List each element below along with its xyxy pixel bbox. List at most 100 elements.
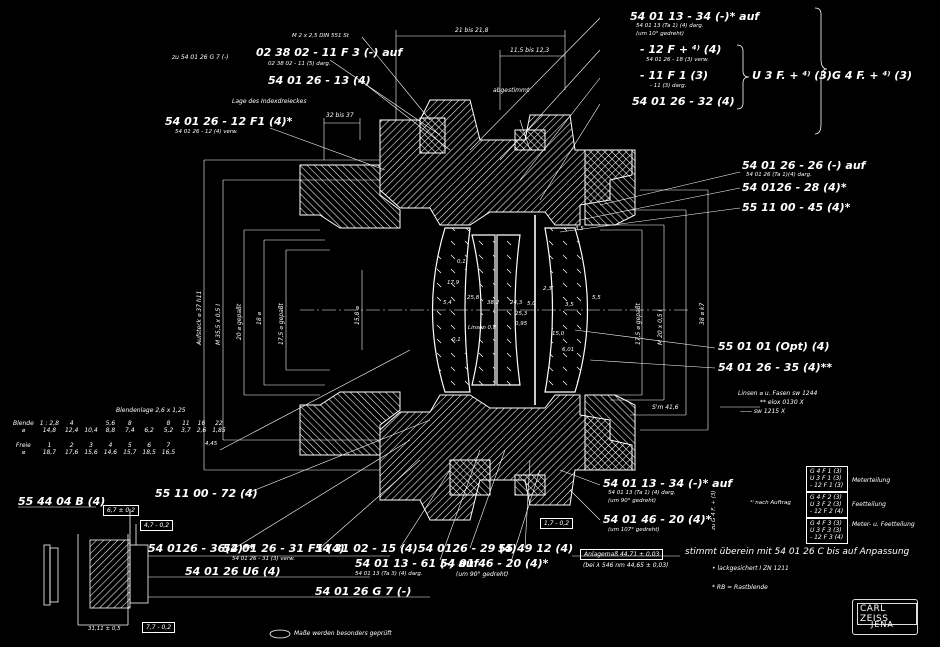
part-540126-u6: 54 01 26 U6 (4) xyxy=(185,565,281,578)
part-540146-rot: (um 90° gedreht) xyxy=(456,571,509,578)
label-nach-auftrag: ⁴⁾ nach Auftrag xyxy=(750,500,791,506)
part-540126-26: 54 01 26 - 26 (-) auf xyxy=(742,159,866,172)
blende-cell: 5,6 xyxy=(105,420,116,427)
label-lack: • lackgesichert I ZN 1211 xyxy=(712,565,789,572)
lens-dim: 5,4 xyxy=(443,300,452,306)
phi-cell: 14,8 xyxy=(42,427,57,434)
lens-dim: 24,3 xyxy=(510,300,523,306)
freie-cell: 3 xyxy=(89,442,93,449)
group-item: G 4 F 3 (3) xyxy=(810,520,842,527)
part-540126-12f1: 54 01 26 - 12 F1 (4)* xyxy=(165,115,293,128)
brace-lines xyxy=(736,7,828,135)
freie-label: Freie xyxy=(15,442,31,449)
dim-20: 20 ⌀ gepaßt xyxy=(236,303,243,340)
phi-cell: 5,2 xyxy=(163,427,174,434)
part-540126-31-sub: 54 01 26 - 31 (3) verw. xyxy=(232,556,296,562)
group-box-feet: G 4 F 2 (3) U 3 F 2 (3) - 12 F 2 (4) xyxy=(806,492,848,518)
group-box-meterfeet: G 4 F 3 (3) U 3 F 3 (3) - 12 F 3 (4) xyxy=(806,518,848,544)
freie-cell: 1 xyxy=(47,442,52,449)
label-blendenlage: Blendenlage 2,6 x 1,25 xyxy=(116,407,186,414)
part-551100-45: 55 11 00 - 45 (4)* xyxy=(742,201,851,214)
leader-lines xyxy=(219,17,741,566)
part-540126-29: 54 0126 - 29 (4) xyxy=(418,542,517,555)
freie-phi-cell: 15,7 xyxy=(123,449,137,456)
part-540146-lower: 54 01 46 - 20 (4)* xyxy=(603,513,712,526)
phi-extra: 4,45 xyxy=(205,441,218,447)
dim-4-7: 4,7 - 0,2 xyxy=(140,520,174,531)
blende-cell: 8 xyxy=(127,420,132,427)
barrel-lower xyxy=(299,391,636,521)
part-540113-34-lower: 54 01 13 - 34 (-)* auf xyxy=(603,477,733,490)
dim-15-8: 15,8 ⌀ xyxy=(354,306,361,325)
freie-phi-cell: 16,5 xyxy=(161,449,176,456)
note-masse: Maße werden besonders geprüft xyxy=(294,630,392,637)
label-elox: ** elox 0130 X xyxy=(760,399,804,406)
group-item: - 12 F 2 (4) xyxy=(810,508,844,516)
freie-phi-cell: 15,6 xyxy=(84,449,98,456)
group-item: G 4 F 2 (3) xyxy=(810,494,842,501)
lens-elements xyxy=(431,215,589,405)
label-zu-540126: zu 54 01 26 G 7 (-) xyxy=(172,54,229,61)
dim-31-11: 31,11 ± 0,5 xyxy=(88,626,121,632)
blende-cell: 22 xyxy=(215,420,223,427)
dim-21: 21 bis 21,8 xyxy=(455,27,489,34)
group-item: U 3 F 2 (3) xyxy=(810,501,842,509)
part-11f1-sub: - 11 (3) darg. xyxy=(650,83,687,89)
blende-cell: 11 xyxy=(182,420,190,427)
blende-cell: 16 xyxy=(197,420,206,427)
label-sm: S'm 41,6 xyxy=(652,404,679,411)
group-item: U 3 F 1 (3) xyxy=(810,475,842,483)
dim-17-5: 17,5 ⌀ gepaßt xyxy=(278,303,285,345)
part-11f1: - 11 F 1 (3) xyxy=(640,69,709,82)
part-540126-12f1-sub: 54 01 26 - 12 (4) verw. xyxy=(175,129,239,135)
part-023802-sub: 02 38 02 - 11 (5) darg. xyxy=(268,61,331,67)
lens-dim: 3,5 xyxy=(565,302,574,308)
lens-dim: 0,95 xyxy=(515,321,528,327)
label-abgestimmt: abgestimmt xyxy=(493,87,530,94)
part-543102: 54 31 02 - 15 (4) xyxy=(315,542,418,555)
part-540113-61: 54 01 13 - 61 (-) auf xyxy=(355,557,479,570)
lens-dim: 38,2 xyxy=(487,300,500,306)
part-554912: 55 49 12 (4) xyxy=(498,542,574,555)
lens-dim: 5,5 xyxy=(592,295,601,301)
part-554404: 55 44 04 B (4) xyxy=(18,495,106,508)
part-540126-36: 54 0126 - 36(2)** xyxy=(148,542,255,555)
part-540113-34-lower-rot: (um 90° gedreht) xyxy=(608,498,657,504)
label-linsen: Linsen ⌀ u. Fasen sw 1244 xyxy=(738,390,818,397)
side-view-drawing xyxy=(43,509,149,626)
label-feetteilung: Feetteilung xyxy=(852,501,886,508)
part-12f-sub: 54 01 26 - 18 (3) verw. xyxy=(646,57,710,63)
freie-phi-cell: 18,7 xyxy=(42,449,57,456)
part-540113-34-sub: 54 01 13 (Ta 1) (4) darg. xyxy=(636,23,704,29)
label-stimmt: stimmt überein mit 54 01 26 C bis auf An… xyxy=(685,547,910,557)
freie-cell: 5 xyxy=(127,442,132,449)
part-540126-32: 54 01 26 - 32 (4) xyxy=(632,95,735,108)
logo-text-2: JENA xyxy=(871,620,894,629)
label-meter-feet: Meter- u. Feetteilung xyxy=(852,521,915,528)
logo-text-1: CARL ZEISS xyxy=(857,603,917,625)
part-540113-34-lower-sub: 54 01 13 (Ta 1) (4) darg. xyxy=(608,490,676,496)
dim-32: 32 bis 37 xyxy=(326,112,354,119)
dim-7-7: 7,7 - 0,2 xyxy=(142,622,176,633)
part-551100-72: 55 11 00 - 72 (4) xyxy=(155,487,258,500)
group-item: G 4 F 1 (3) xyxy=(810,468,842,475)
dim-m20: M 20 x 0,5 I xyxy=(657,309,664,345)
part-540146: 54 01 46 - 20 (4)* xyxy=(440,557,549,570)
dim-11-5: 11,5 bis 12,3 xyxy=(510,47,550,54)
part-540126-g7: 54 01 26 G 7 (-) xyxy=(315,585,412,598)
group-item: - 12 F 1 (3) xyxy=(810,482,844,490)
phi-cell: 2,6 xyxy=(196,427,207,434)
blende-cell: 4 xyxy=(69,420,74,427)
phi-cell: 6,2 xyxy=(144,427,154,434)
freie-phi-cell: 14,6 xyxy=(103,449,118,456)
freie-phi-label: ⌀ xyxy=(21,449,26,456)
part-540126-13: 54 01 26 - 13 (4) xyxy=(268,74,371,87)
phi-cell: 8,8 xyxy=(105,427,116,434)
lens-dim: 0,1 xyxy=(452,337,461,343)
label-rb: * RB = Rastblende xyxy=(712,584,768,591)
phi-cell: 10,4 xyxy=(84,427,98,434)
group-item: U 3 F 3 (3) xyxy=(810,527,842,535)
label-sw: —— sw 1215 X xyxy=(740,408,786,415)
lens-dim: 25,3 xyxy=(515,311,528,317)
dim-17-5-right: 17,5 ⌀ gepaßt xyxy=(635,303,642,345)
